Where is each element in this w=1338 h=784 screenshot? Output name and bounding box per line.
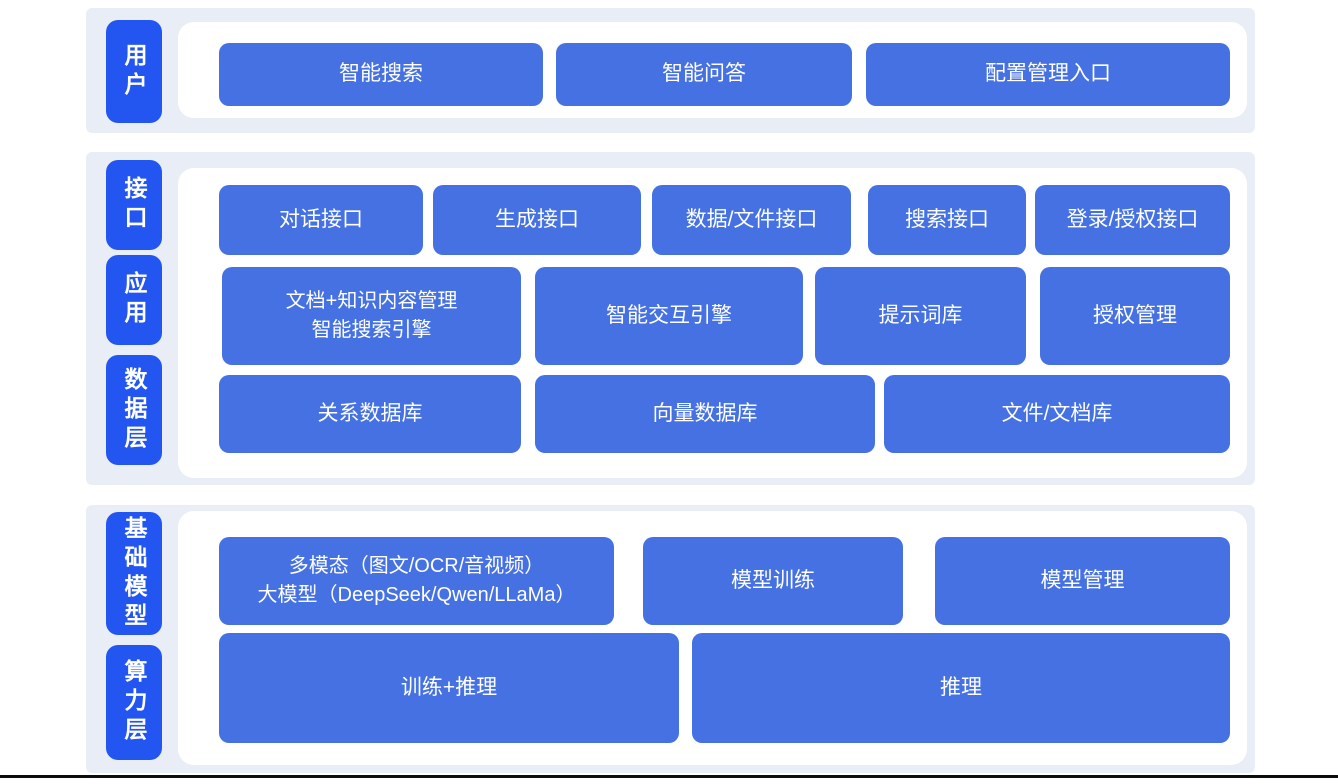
user-layer-panel: 智能搜索 智能问答 配置管理入口 — [178, 22, 1247, 118]
block-smart-interaction-engine: 智能交互引擎 — [535, 267, 803, 365]
layer-label-data: 数据层 — [106, 355, 162, 465]
block-multimodal-llm: 多模态（图文/OCR/音视频） 大模型（DeepSeek/Qwen/LLaMa） — [219, 537, 614, 625]
middle-layers-band: 接口 应用 数据层 对话接口 生成接口 数据/文件接口 搜索接口 登录/授权接口… — [86, 152, 1255, 485]
block-smart-qa: 智能问答 — [556, 43, 852, 106]
bottom-layers-panel: 多模态（图文/OCR/音视频） 大模型（DeepSeek/Qwen/LLaMa）… — [178, 511, 1247, 765]
middle-layers-panel: 对话接口 生成接口 数据/文件接口 搜索接口 登录/授权接口 文档+知识内容管理… — [178, 168, 1247, 478]
block-login-auth-api: 登录/授权接口 — [1035, 185, 1230, 255]
block-generation-api: 生成接口 — [433, 185, 641, 255]
block-model-management: 模型管理 — [935, 537, 1230, 625]
bottom-layers-band: 基础模型 算力层 多模态（图文/OCR/音视频） 大模型（DeepSeek/Qw… — [86, 505, 1255, 773]
block-file-doc-store: 文件/文档库 — [884, 375, 1230, 453]
layer-label-interface: 接口 — [106, 160, 162, 250]
layer-label-compute: 算力层 — [106, 645, 162, 760]
block-config-entry: 配置管理入口 — [866, 43, 1230, 106]
block-prompt-library: 提示词库 — [815, 267, 1026, 365]
block-smart-search: 智能搜索 — [219, 43, 543, 106]
block-training-inference: 训练+推理 — [219, 633, 679, 743]
layer-label-user: 用户 — [106, 20, 162, 123]
block-doc-knowledge-search-engine: 文档+知识内容管理 智能搜索引擎 — [222, 267, 521, 365]
block-inference: 推理 — [692, 633, 1230, 743]
bottom-divider-line — [0, 775, 1338, 778]
block-dialog-api: 对话接口 — [219, 185, 423, 255]
block-vector-db: 向量数据库 — [535, 375, 875, 453]
block-auth-management: 授权管理 — [1040, 267, 1230, 365]
layer-label-base-model: 基础模型 — [106, 512, 162, 635]
block-search-api: 搜索接口 — [868, 185, 1026, 255]
block-relational-db: 关系数据库 — [219, 375, 521, 453]
block-model-training: 模型训练 — [643, 537, 903, 625]
block-data-file-api: 数据/文件接口 — [652, 185, 851, 255]
layer-label-application: 应用 — [106, 255, 162, 345]
user-layer-band: 用户 智能搜索 智能问答 配置管理入口 — [86, 8, 1255, 133]
